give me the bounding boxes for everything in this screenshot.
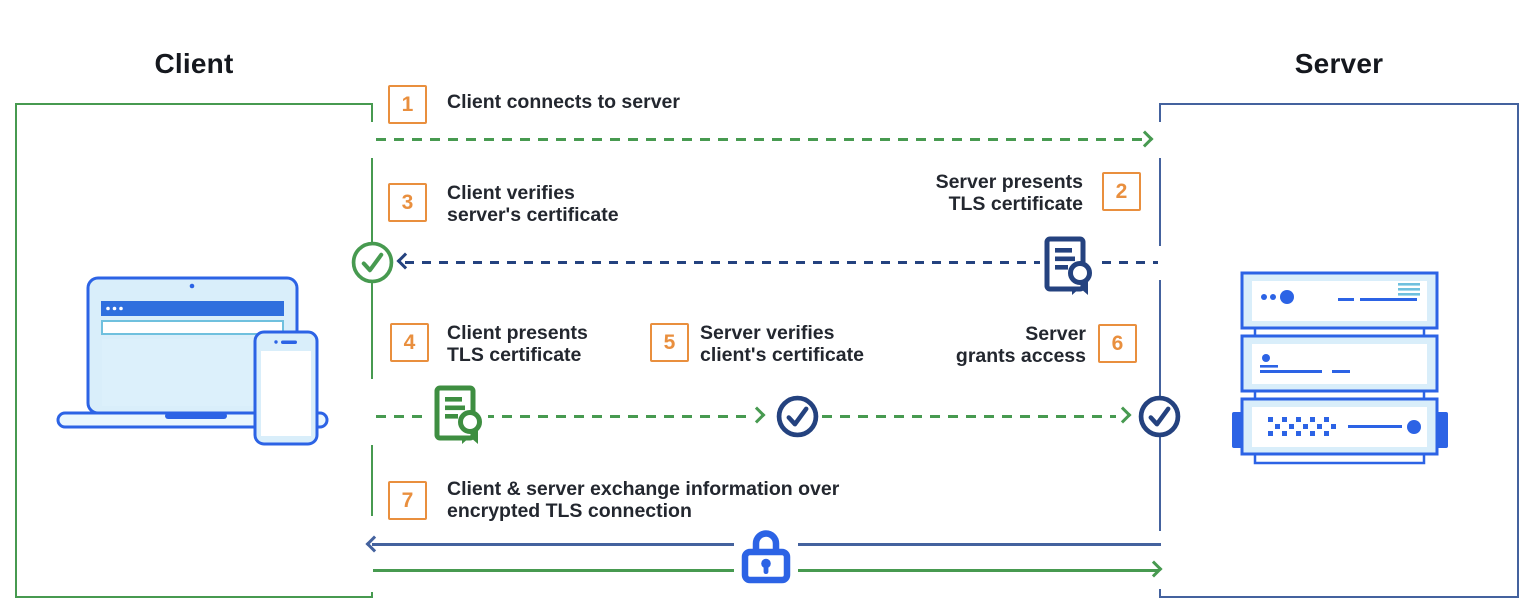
step-1-badge: 1 bbox=[388, 85, 427, 124]
server-led-grid bbox=[1268, 417, 1336, 436]
step-1-label: Client connects to server bbox=[447, 91, 680, 113]
arrow-server-grants-access bbox=[822, 415, 1116, 418]
border-gap bbox=[1155, 246, 1163, 280]
server-rack-illustration bbox=[1232, 271, 1448, 465]
checkmark-circle-icon bbox=[776, 395, 819, 438]
checkmark-circle-icon bbox=[351, 241, 394, 284]
arrow-client-connects bbox=[376, 138, 1142, 141]
border-gap bbox=[369, 122, 377, 158]
step-5-label: Server verifies client's certificate bbox=[700, 322, 864, 366]
padlock-icon bbox=[734, 523, 798, 587]
step-3-badge: 3 bbox=[388, 183, 427, 222]
step-7-badge: 7 bbox=[388, 481, 427, 520]
tls-certificate-icon bbox=[1040, 235, 1098, 297]
arrowhead-right-icon bbox=[748, 406, 766, 424]
border-gap bbox=[369, 379, 377, 445]
step-4-label: Client presents TLS certificate bbox=[447, 322, 588, 366]
arrowhead-right-icon bbox=[1136, 130, 1154, 148]
step-6-badge: 6 bbox=[1098, 324, 1137, 363]
step-4-badge: 4 bbox=[390, 323, 429, 362]
server-title: Server bbox=[1294, 48, 1384, 79]
checkmark-circle-icon bbox=[1138, 395, 1181, 438]
client-title: Client bbox=[154, 48, 234, 79]
step-2-label: Server presents TLS certificate bbox=[935, 171, 1083, 215]
arrow-server-presents-cert bbox=[405, 261, 1158, 264]
arrow-client-presents-cert bbox=[376, 415, 750, 418]
arrowhead-right-icon bbox=[1114, 406, 1132, 424]
tls-certificate-icon bbox=[430, 384, 488, 446]
step-3-label: Client verifies server's certificate bbox=[447, 182, 619, 226]
step-5-badge: 5 bbox=[650, 323, 689, 362]
border-gap bbox=[1155, 122, 1163, 158]
step-2-badge: 2 bbox=[1102, 172, 1141, 211]
border-gap bbox=[369, 516, 377, 592]
arrowhead-left-icon bbox=[396, 252, 414, 270]
laptop-and-phone-illustration bbox=[56, 276, 329, 446]
step-7-label: Client & server exchange information ove… bbox=[447, 478, 840, 522]
border-gap bbox=[1155, 531, 1163, 589]
step-6-label: Server grants access bbox=[955, 323, 1086, 367]
